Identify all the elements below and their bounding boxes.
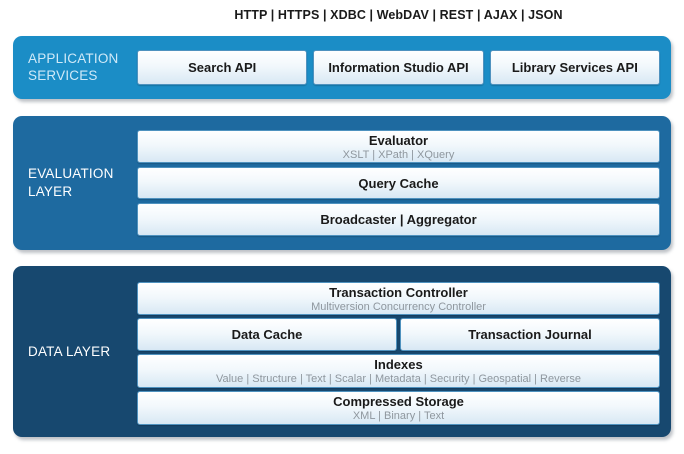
box-information-studio-api: Information Studio API — [313, 50, 484, 85]
box-broadcaster-aggregator: Broadcaster | Aggregator — [137, 203, 660, 236]
box-indexes: Indexes Value | Structure | Text | Scala… — [137, 354, 660, 388]
box-transaction-controller: Transaction Controller Multiversion Conc… — [137, 282, 660, 315]
box-search-api: Search API — [137, 50, 308, 85]
layer-application-services: APPLICATION SERVICES Search API Informat… — [13, 36, 671, 99]
box-title: Query Cache — [358, 175, 439, 191]
box-title: Compressed Storage — [333, 394, 464, 409]
box-query-cache: Query Cache — [137, 167, 660, 199]
layer-evaluation-label: EVALUATION LAYER — [28, 166, 114, 199]
box-data-cache: Data Cache — [137, 318, 397, 351]
layer-application-services-label: APPLICATION SERVICES — [28, 50, 119, 84]
box-subtitle: Value | Structure | Text | Scalar | Meta… — [215, 373, 582, 385]
box-library-services-api: Library Services API — [489, 50, 660, 85]
box-subtitle: Multiversion Concurrency Controller — [311, 300, 486, 313]
box-title: Transaction Controller — [329, 284, 468, 300]
layer-data: DATA LAYER Transaction Controller Multiv… — [13, 266, 671, 437]
box-title: Information Studio API — [328, 60, 469, 75]
data-box-stack: Transaction Controller Multiversion Conc… — [137, 282, 660, 425]
box-title: Data Cache — [231, 327, 303, 342]
layer-evaluation: EVALUATION LAYER Evaluator XSLT | XPath … — [13, 116, 671, 250]
box-title: Library Services API — [511, 60, 638, 75]
box-compressed-storage: Compressed Storage XML | Binary | Text — [137, 391, 660, 425]
cache-journal-row: Data Cache Transaction Journal — [137, 318, 660, 351]
box-subtitle: XSLT | XPath | XQuery — [342, 148, 455, 161]
evaluation-box-stack: Evaluator XSLT | XPath | XQuery Query Ca… — [137, 130, 660, 236]
box-title: Indexes — [374, 357, 423, 372]
box-transaction-journal: Transaction Journal — [400, 318, 660, 351]
box-evaluator: Evaluator XSLT | XPath | XQuery — [137, 130, 660, 163]
box-title: Transaction Journal — [468, 327, 592, 342]
box-subtitle: XML | Binary | Text — [352, 410, 445, 422]
box-title: Broadcaster | Aggregator — [320, 212, 477, 227]
box-title: Evaluator — [368, 132, 429, 148]
box-title: Search API — [188, 60, 257, 75]
api-button-row: Search API Information Studio API Librar… — [137, 50, 660, 85]
layer-data-label: DATA LAYER — [28, 343, 111, 359]
protocols-header: HTTP | HTTPS | XDBC | WebDAV | REST | AJ… — [234, 8, 563, 22]
